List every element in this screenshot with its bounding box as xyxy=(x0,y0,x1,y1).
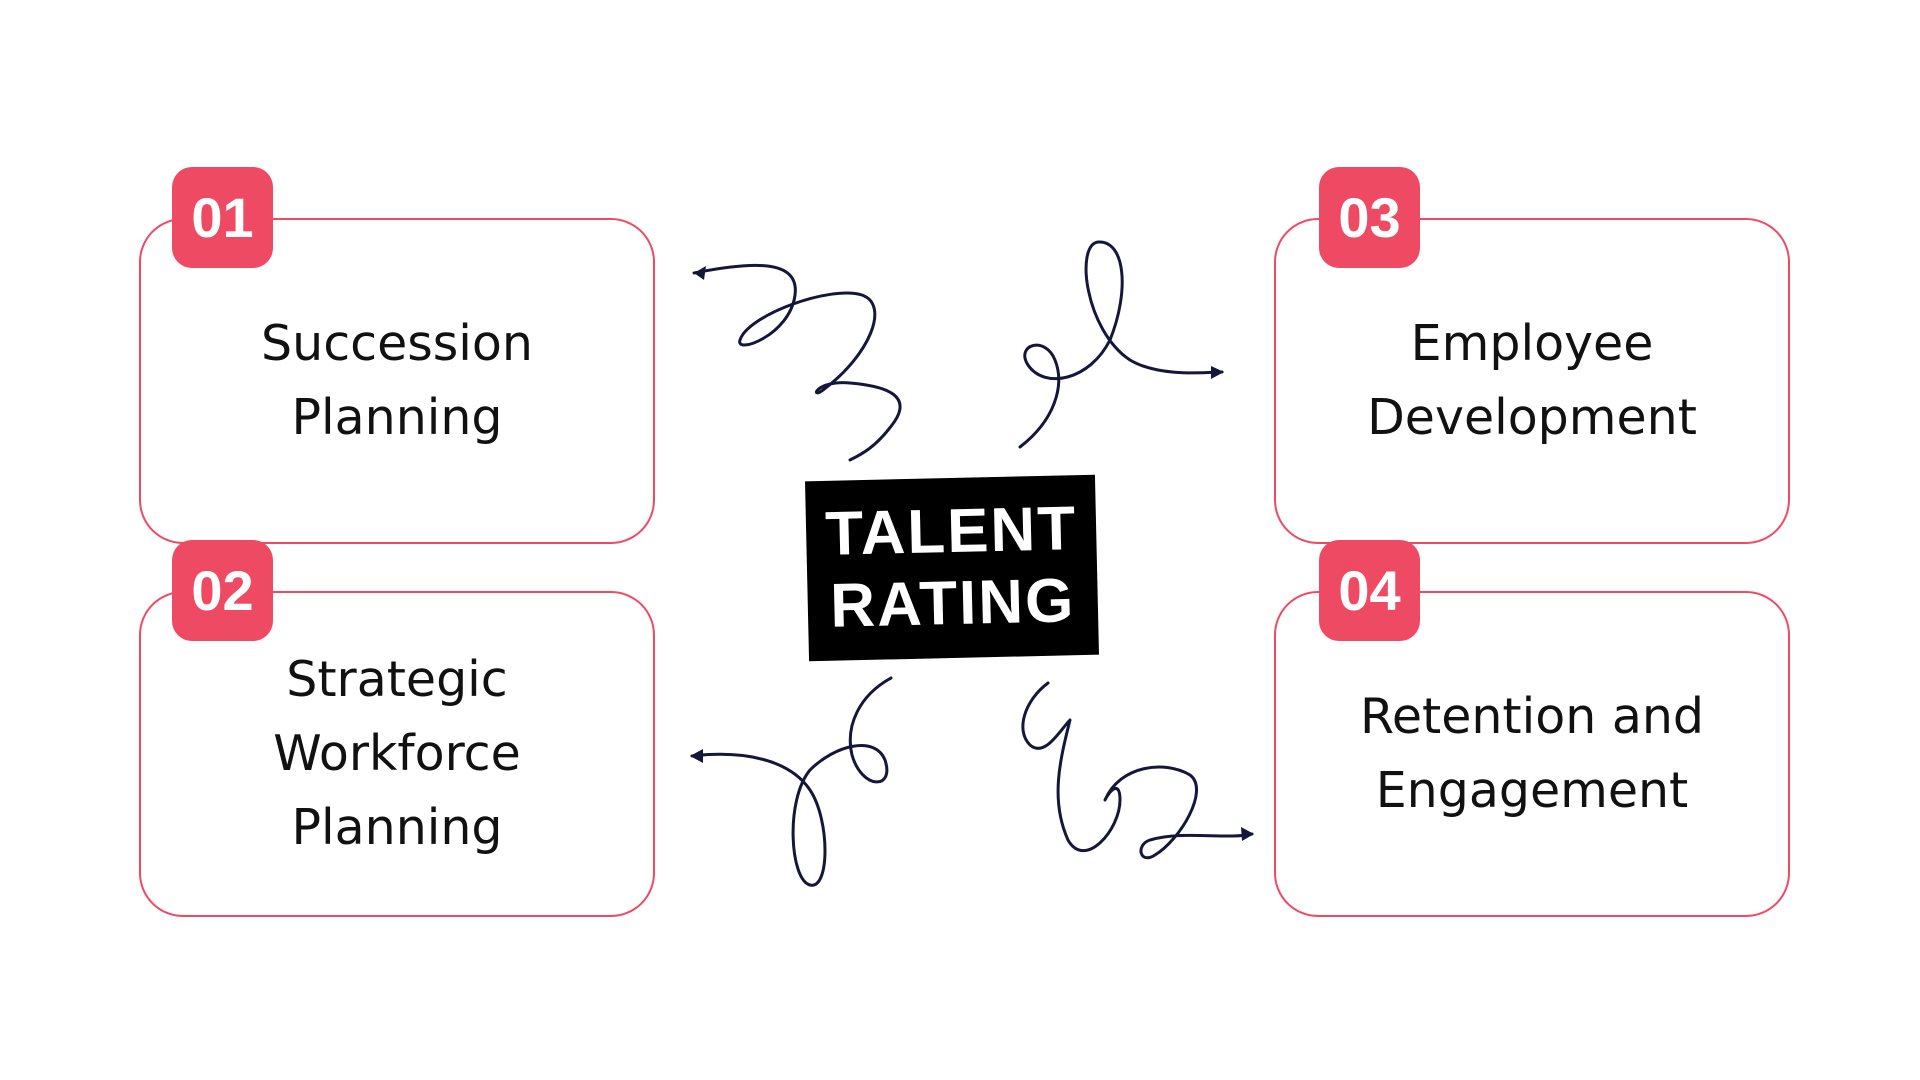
card-label: Employee Development xyxy=(1367,315,1697,446)
arrowhead-card-03 xyxy=(1211,366,1224,379)
badge-04: 04 xyxy=(1319,540,1420,641)
badge-03: 03 xyxy=(1319,167,1420,268)
card-strategic-workforce-planning: Strategic Workforce Planning xyxy=(139,591,655,917)
card-label: Succession Planning xyxy=(261,315,533,446)
arrowhead-card-02 xyxy=(690,749,703,763)
card-employee-development: Employee Development xyxy=(1274,218,1790,544)
center-box: TALENT RATING xyxy=(804,474,1100,662)
squiggle-to-card-03 xyxy=(1018,240,1224,449)
card-retention-and-engagement: Retention and Engagement xyxy=(1274,591,1790,917)
badge-02: 02 xyxy=(172,540,273,641)
card-succession-planning: Succession Planning xyxy=(139,218,655,544)
center-title: TALENT RATING xyxy=(824,494,1078,641)
squiggle-to-card-01 xyxy=(692,263,902,462)
squiggle-to-card-04 xyxy=(1021,681,1254,860)
card-label: Retention and Engagement xyxy=(1359,688,1705,819)
squiggle-to-card-02 xyxy=(690,676,893,887)
badge-01: 01 xyxy=(172,167,273,268)
arrowhead-card-04 xyxy=(1241,827,1254,841)
arrowhead-card-01 xyxy=(694,266,706,280)
card-label: Strategic Workforce Planning xyxy=(273,651,521,856)
